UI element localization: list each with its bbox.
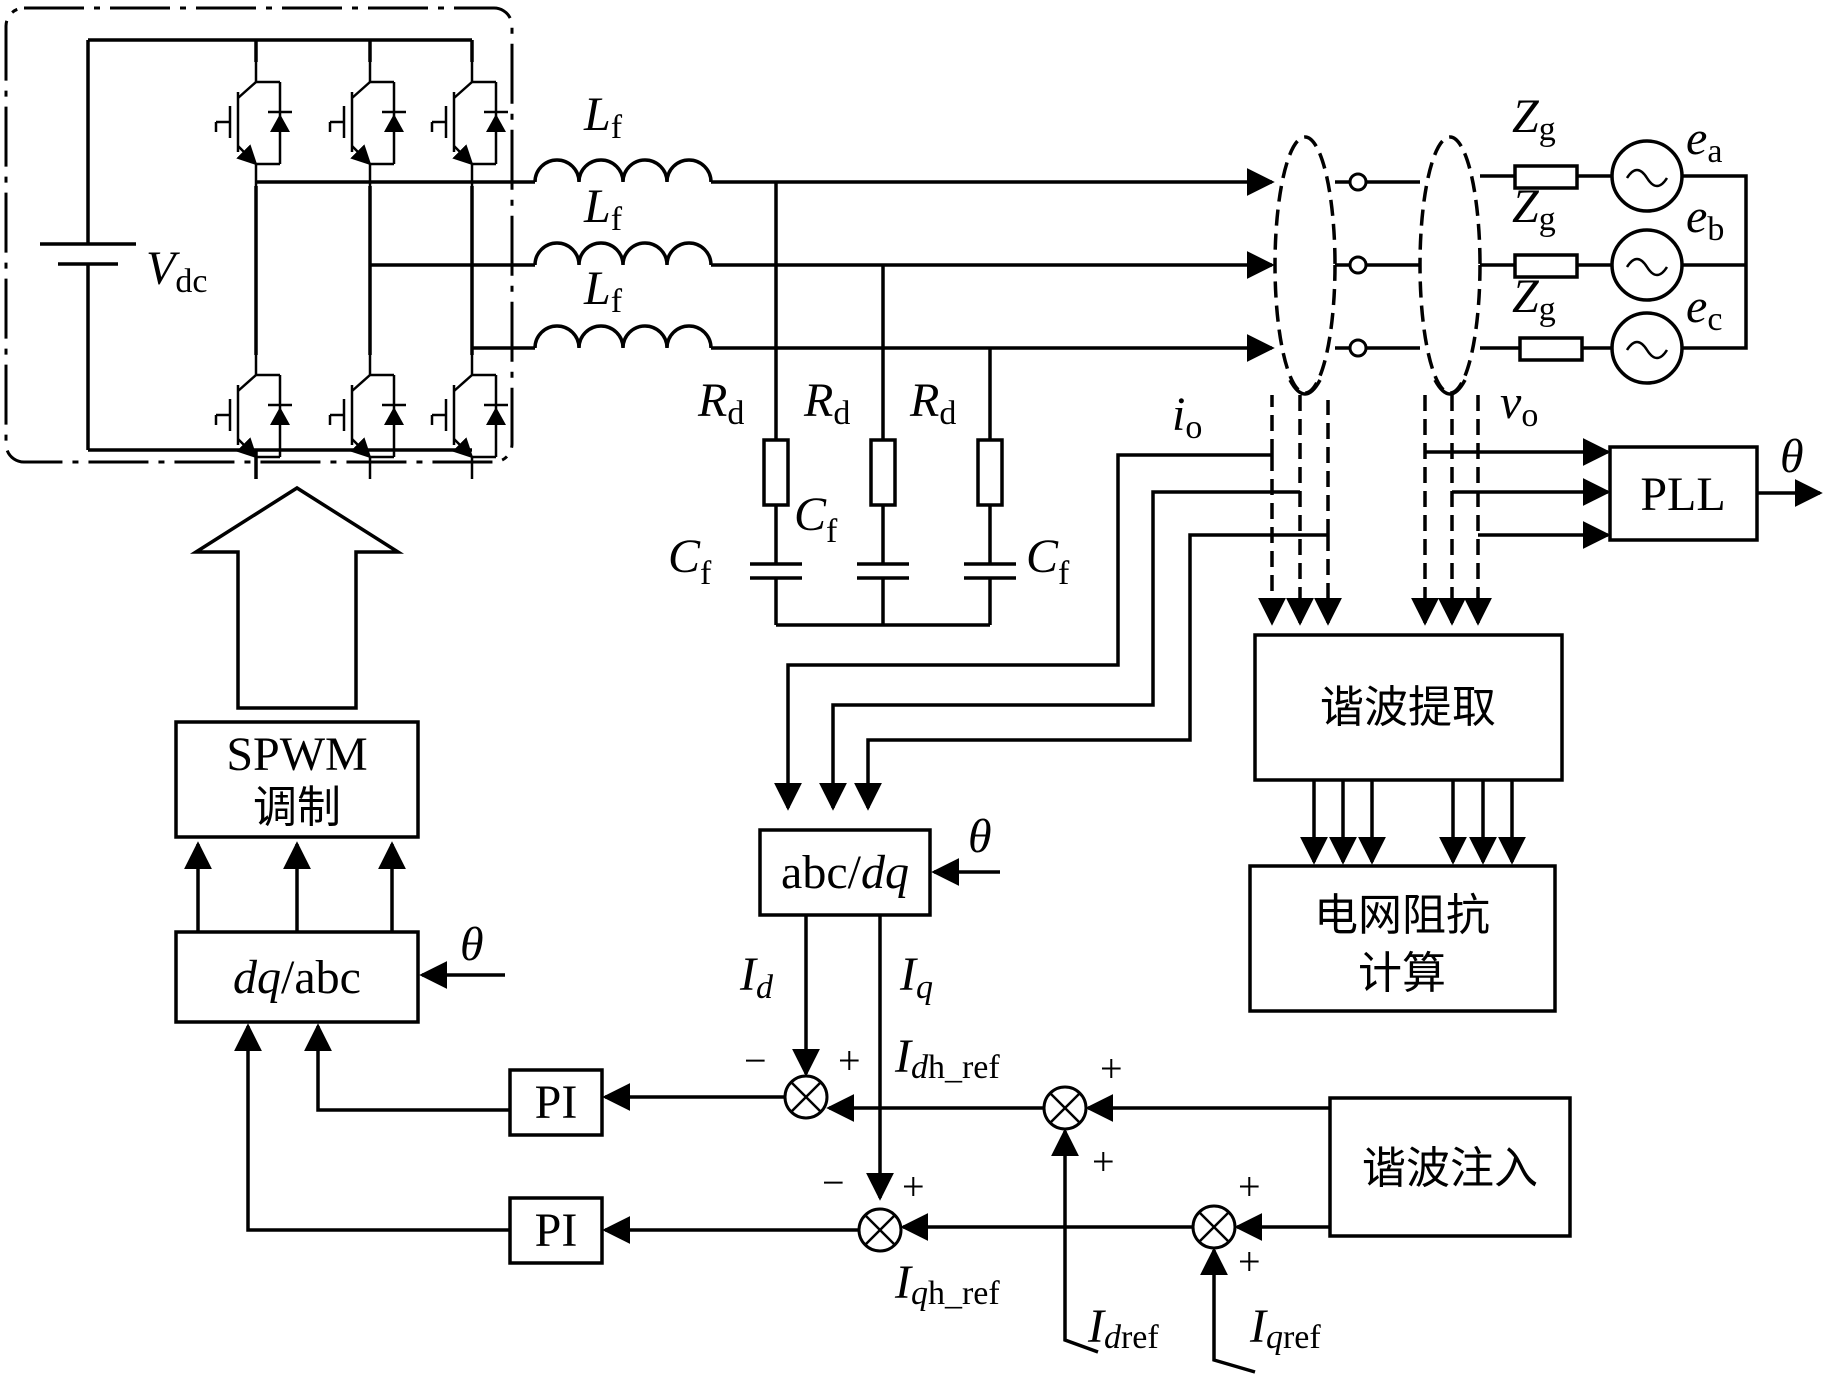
pi-d-to-dqabc xyxy=(304,1023,510,1112)
switch-leg-c xyxy=(432,40,508,479)
current-sensor xyxy=(1273,135,1337,395)
svg-text:Lf: Lf xyxy=(583,180,623,238)
sign-plus-idref-bottom: + xyxy=(1092,1139,1115,1184)
svg-text:eb: eb xyxy=(1686,190,1724,248)
abc-dq-label: abc/dq xyxy=(781,846,909,899)
grid-impedance-calc-line2: 计算 xyxy=(1358,948,1446,999)
iqref-input xyxy=(1200,1247,1256,1374)
svg-text:Lf: Lf xyxy=(583,88,623,146)
pll-block xyxy=(1608,445,1759,542)
svg-text:Lf: Lf xyxy=(583,262,623,320)
sum-junction-d xyxy=(783,1074,829,1120)
theta-abcdq-label: θ xyxy=(968,810,992,863)
damping-branch-a xyxy=(750,182,802,625)
idh-ref-label: Idh_ref xyxy=(894,1030,1000,1086)
id-label: Id xyxy=(739,948,774,1006)
sign-minus-q: − xyxy=(822,1160,845,1205)
harmonic-extraction-label: 谐波提取 xyxy=(1320,682,1496,733)
cf-label-b: Cf xyxy=(794,488,838,550)
grid-impedance-a: Zg xyxy=(1512,90,1612,190)
grid-source-b: eb xyxy=(1610,190,1724,302)
voltage-to-pll-wires xyxy=(1425,438,1611,549)
inductor-lf-c: Lf xyxy=(533,262,713,349)
pcc-terminals xyxy=(1335,172,1420,358)
svg-text:ec: ec xyxy=(1686,280,1722,338)
grid-impedance-calc-line1: 电网阻抗 xyxy=(1314,890,1490,941)
svg-text:Zg: Zg xyxy=(1512,180,1556,238)
dqabc-to-spwm-arrows xyxy=(184,841,406,932)
svg-text:Zg: Zg xyxy=(1512,270,1556,328)
sign-plus-iqref-bottom: + xyxy=(1238,1239,1261,1284)
sum-junction-q xyxy=(857,1207,903,1253)
rd-label-b: Rd xyxy=(803,374,850,432)
sum-junction-idref xyxy=(1042,1085,1088,1131)
pll-label: PLL xyxy=(1640,468,1725,521)
sign-minus-d: − xyxy=(744,1038,767,1083)
pi-label-q: PI xyxy=(535,1204,578,1257)
pi-label-d: PI xyxy=(535,1076,578,1129)
switch-leg-a xyxy=(216,40,292,479)
damping-branch-b xyxy=(857,265,909,625)
sum-junction-iqref xyxy=(1191,1204,1237,1250)
cf-label-a: Cf xyxy=(668,530,712,592)
theta-dqabc-label: θ xyxy=(460,918,484,971)
sign-plus-d: + xyxy=(838,1038,861,1083)
sign-plus-iqref-top: + xyxy=(1238,1164,1261,1209)
vo-label: vo xyxy=(1500,376,1538,434)
grid-neutral xyxy=(1682,174,1748,350)
rd-label-c: Rd xyxy=(909,374,956,432)
abc-dq-block xyxy=(758,828,932,917)
grid-feeders xyxy=(1480,174,1520,350)
phase-outputs xyxy=(256,180,535,350)
grid-impedance-c: Zg xyxy=(1512,270,1612,362)
theta-pll-label: θ xyxy=(1780,430,1804,483)
spwm-label-line1: SPWM xyxy=(226,728,367,781)
inductor-lf-a: Lf xyxy=(533,88,713,183)
inverter-enclosure xyxy=(4,6,514,464)
pi-block-d xyxy=(508,1068,604,1137)
cf-label-c: Cf xyxy=(1026,530,1070,592)
pi-q-to-dqabc xyxy=(234,1023,510,1232)
svg-text:ea: ea xyxy=(1686,112,1722,170)
current-sensor-tap xyxy=(1288,379,1322,396)
grid-impedance-calc-block xyxy=(1248,864,1557,1013)
voltage-sensor xyxy=(1418,135,1482,395)
current-feedback-wires xyxy=(774,453,1328,811)
dq-abc-block xyxy=(174,930,420,1024)
pi-block-q xyxy=(508,1196,604,1265)
svg-text:Zg: Zg xyxy=(1512,90,1556,148)
dq-abc-label: dq/abc xyxy=(233,951,361,1004)
voltage-measure-taps xyxy=(1411,395,1492,626)
iqh-ref-label: Iqh_ref xyxy=(894,1256,1000,1312)
idref-input xyxy=(1051,1128,1099,1354)
spwm-label-line2: 调制 xyxy=(253,782,341,833)
iq-label: Iq xyxy=(899,948,933,1006)
idref-label: Idref xyxy=(1087,1300,1159,1356)
grid-impedance-b: Zg xyxy=(1512,180,1612,279)
switch-leg-b xyxy=(330,40,406,479)
harmonic-extraction-block xyxy=(1253,633,1564,782)
iqref-label: Iqref xyxy=(1249,1300,1321,1356)
spwm-block xyxy=(174,720,420,839)
grid-source-a: ea xyxy=(1610,112,1722,213)
rd-label-a: Rd xyxy=(697,374,744,432)
current-measure-taps xyxy=(1258,395,1342,626)
inductor-lf-b: Lf xyxy=(533,180,713,266)
sign-plus-q: + xyxy=(902,1164,925,1209)
io-label: io xyxy=(1172,388,1202,446)
damping-branch-c xyxy=(964,348,1016,625)
gate-signal-arrow xyxy=(189,485,405,710)
vdc-label: Vdc xyxy=(146,242,207,300)
harmonic-injection-label: 谐波注入 xyxy=(1362,1143,1538,1194)
harmonic-injection-block xyxy=(1328,1096,1572,1238)
extraction-to-impedance-arrows xyxy=(1300,780,1526,865)
sign-plus-idref-top: + xyxy=(1100,1046,1123,1091)
